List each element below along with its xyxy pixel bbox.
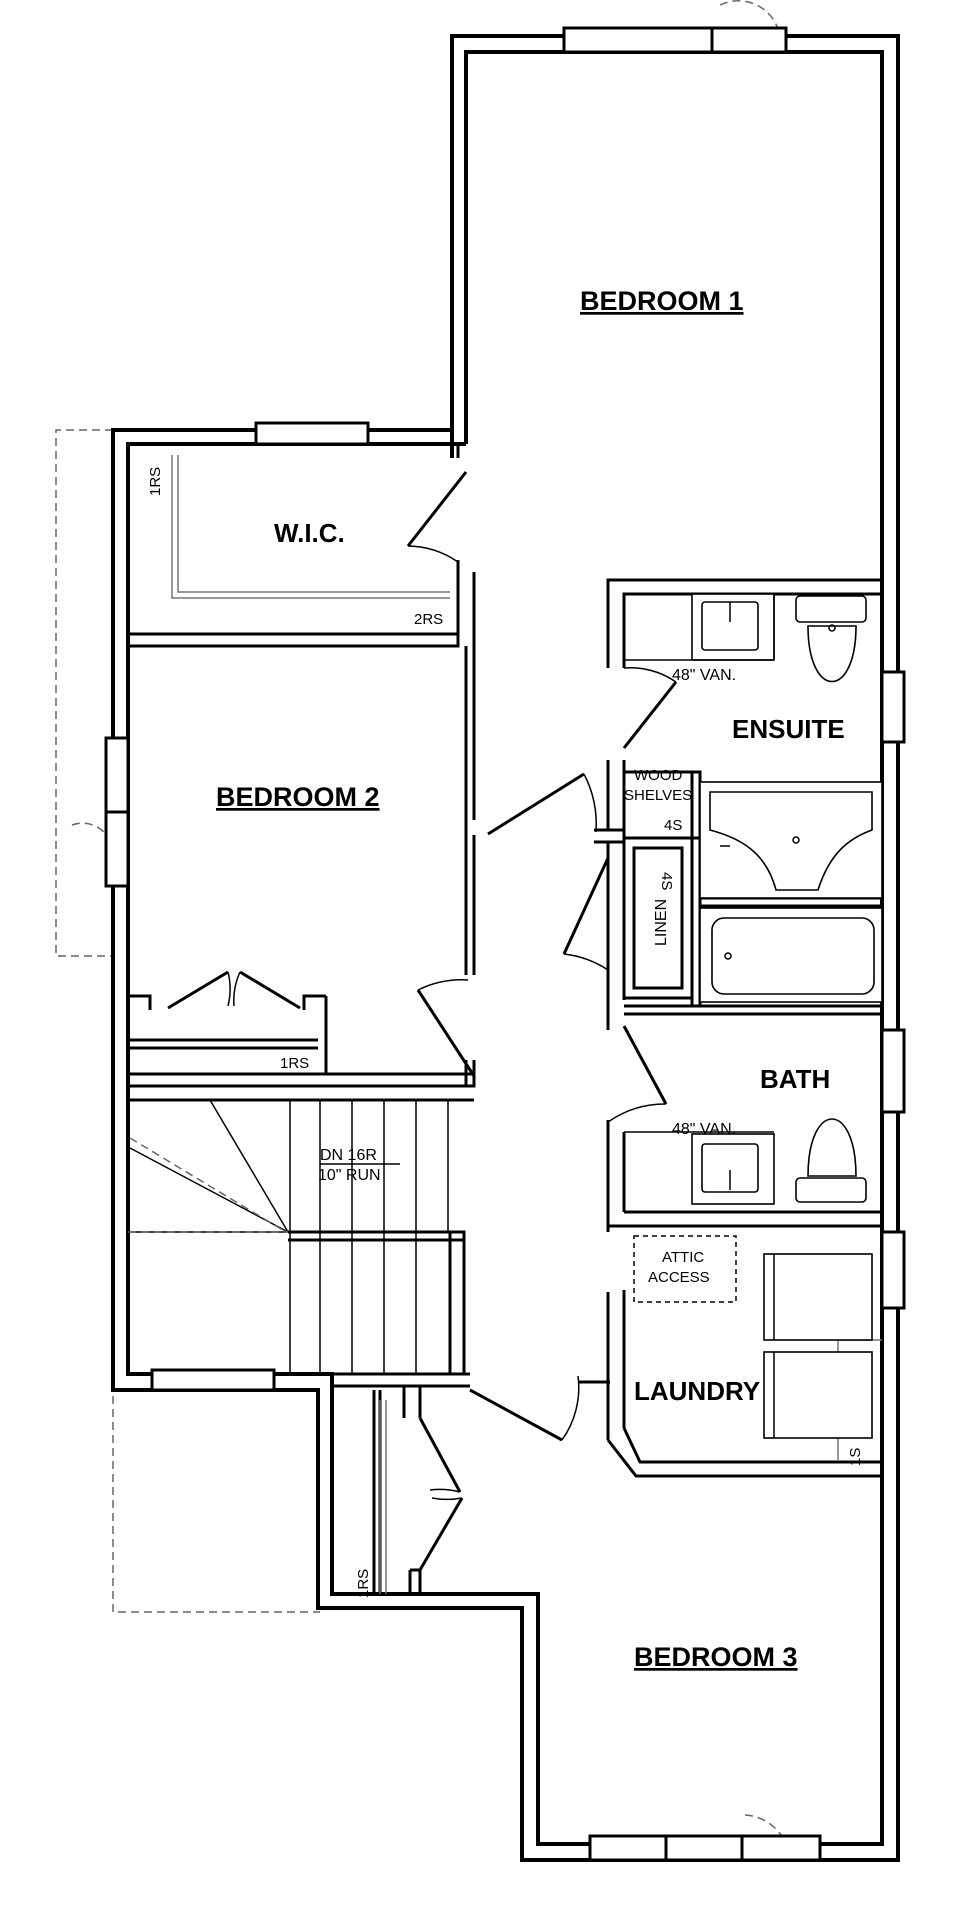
ensuite-vanity bbox=[624, 593, 775, 661]
room-labels: BEDROOM 1 BEDROOM 2 BEDROOM 3 W.I.C. ENS… bbox=[216, 286, 845, 1672]
washer-dryer bbox=[763, 1253, 873, 1439]
note-wood: WOOD bbox=[634, 767, 682, 784]
label-bedroom-3: BEDROOM 3 bbox=[634, 1642, 798, 1672]
note-ensuite-vanity: 48" VAN. bbox=[672, 667, 736, 684]
interior-walls bbox=[126, 446, 882, 1594]
doors bbox=[167, 471, 678, 1571]
shelf-lines bbox=[171, 455, 882, 1594]
label-bedroom-1: BEDROOM 1 bbox=[580, 286, 744, 316]
label-ensuite: ENSUITE bbox=[732, 714, 845, 744]
shower bbox=[699, 781, 883, 899]
attic-access-hatch bbox=[633, 1235, 737, 1303]
note-stair-dn: DN 16R bbox=[320, 1147, 377, 1164]
bathtub bbox=[699, 907, 883, 1003]
note-attic: ATTIC bbox=[662, 1249, 704, 1266]
note-wic-2rs: 2RS bbox=[414, 611, 443, 628]
note-shelves: SHELVES bbox=[624, 787, 692, 804]
note-bed2-1rs: 1RS bbox=[280, 1055, 309, 1072]
label-bath: BATH bbox=[760, 1064, 830, 1094]
note-wood-4s: 4S bbox=[664, 817, 682, 834]
note-linen-4s: 4S bbox=[658, 872, 675, 890]
note-bath-vanity: 48" VAN. bbox=[672, 1121, 736, 1138]
staircase bbox=[128, 1099, 449, 1374]
label-linen: LINEN bbox=[653, 899, 670, 946]
label-wic: W.I.C. bbox=[274, 518, 345, 548]
notes: 1RS 2RS 1RS 1RS 1S 4S WOOD SHELVES 4S 48… bbox=[147, 467, 864, 1598]
bath-toilet bbox=[795, 1118, 867, 1203]
note-stair-run: 10" RUN bbox=[318, 1167, 381, 1184]
bath-vanity bbox=[624, 1131, 775, 1205]
note-wic-1rs: 1RS bbox=[147, 467, 164, 496]
label-bedroom-2: BEDROOM 2 bbox=[216, 782, 380, 812]
windows bbox=[104, 26, 906, 1862]
note-access: ACCESS bbox=[648, 1269, 710, 1286]
exterior-dashed-outlines bbox=[55, 0, 791, 1861]
note-laundry-1s: 1S bbox=[847, 1448, 864, 1466]
note-bed3-1rs: 1RS bbox=[355, 1569, 372, 1598]
label-laundry: LAUNDRY bbox=[634, 1376, 760, 1406]
ensuite-toilet bbox=[795, 595, 867, 683]
